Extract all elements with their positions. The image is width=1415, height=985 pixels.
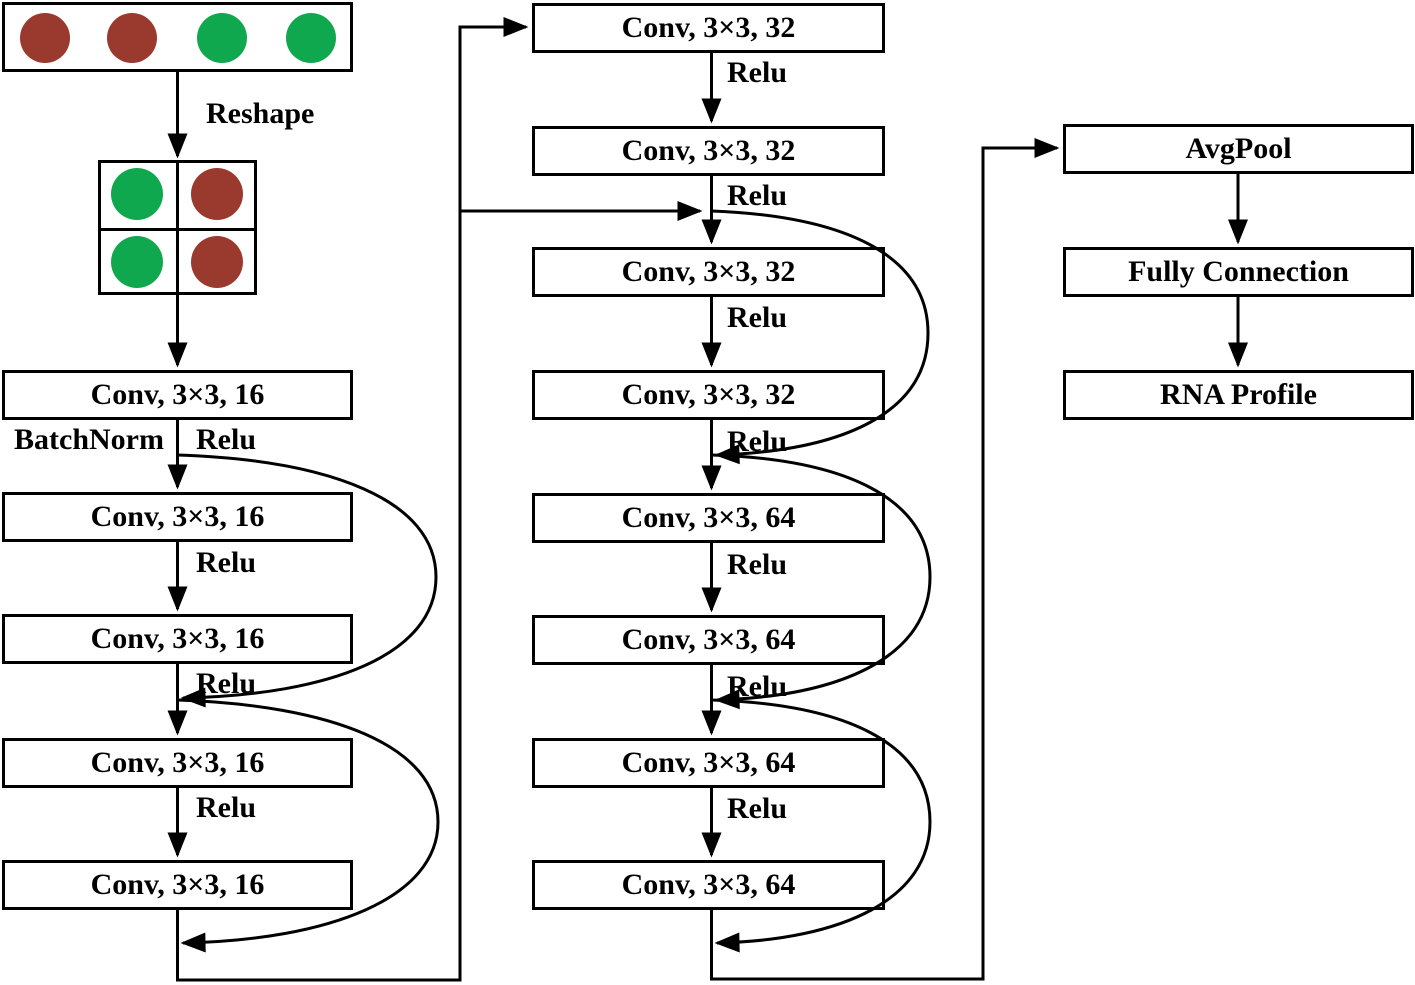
relu-label-left-1: Relu (196, 423, 256, 456)
relu-label-mid-5: Relu (727, 548, 787, 581)
relu-label-mid-2: Relu (727, 179, 787, 212)
conv32-box-1: Conv, 3×3, 32 (532, 3, 885, 53)
relu-label-left-3: Relu (196, 667, 256, 700)
conv64-box-3: Conv, 3×3, 64 (532, 738, 885, 788)
batchnorm-label: BatchNorm (14, 423, 164, 456)
conv32-box-3: Conv, 3×3, 32 (532, 247, 885, 297)
conv64-box-4: Conv, 3×3, 64 (532, 860, 885, 910)
conv16-box-5: Conv, 3×3, 16 (2, 860, 353, 910)
conv16-box-2: Conv, 3×3, 16 (2, 492, 353, 542)
relu-label-mid-7: Relu (727, 792, 787, 825)
input-circle-1 (20, 13, 70, 63)
conv32-box-4: Conv, 3×3, 32 (532, 370, 885, 420)
reshape-label: Reshape (206, 97, 315, 130)
relu-label-mid-1: Relu (727, 56, 787, 89)
grid-circle-top-right (191, 168, 243, 220)
conv16-box-4: Conv, 3×3, 16 (2, 738, 353, 788)
conv64-box-2: Conv, 3×3, 64 (532, 615, 885, 665)
grid-horizontal-divider (101, 228, 254, 231)
conv64-box-1: Conv, 3×3, 64 (532, 493, 885, 543)
relu-label-mid-3: Relu (727, 301, 787, 334)
input-circle-4 (286, 13, 336, 63)
avgpool-box: AvgPool (1063, 124, 1414, 174)
conv32-box-2: Conv, 3×3, 32 (532, 126, 885, 176)
grid-circle-top-left (111, 168, 163, 220)
relu-label-mid-4: Relu (727, 425, 787, 458)
rna-profile-box: RNA Profile (1063, 370, 1414, 420)
conv16-box-3: Conv, 3×3, 16 (2, 614, 353, 664)
relu-label-left-2: Relu (196, 546, 256, 579)
conv16-box-1: Conv, 3×3, 16 (2, 370, 353, 420)
fully-connection-box: Fully Connection (1063, 247, 1414, 297)
input-circle-2 (107, 13, 157, 63)
input-circle-3 (197, 13, 247, 63)
relu-label-mid-6: Relu (727, 670, 787, 703)
grid-circle-bottom-left (111, 236, 163, 288)
grid-circle-bottom-right (191, 236, 243, 288)
relu-label-left-4: Relu (196, 791, 256, 824)
